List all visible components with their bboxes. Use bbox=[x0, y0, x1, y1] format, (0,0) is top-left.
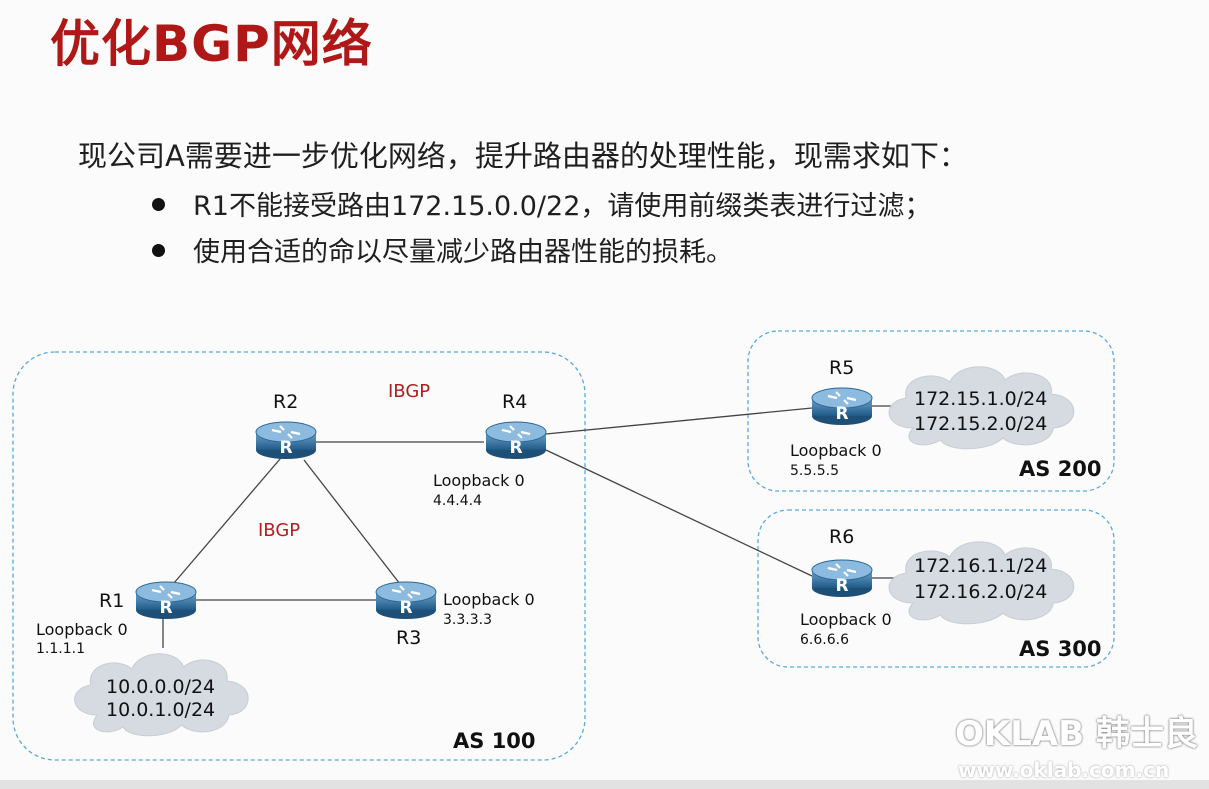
bullet-item: R1不能接受路由172.15.0.0/22，请使用前缀类表进行过滤； bbox=[152, 184, 931, 223]
router-name-r6: R6 bbox=[829, 526, 854, 548]
loopback-label-r4: Loopback 0 bbox=[433, 471, 525, 490]
watermark-url: www.oklab.com.cn bbox=[958, 758, 1170, 782]
link-r4-r6 bbox=[545, 449, 813, 577]
router-glyph: R bbox=[279, 438, 292, 458]
loopback-ip-r3: 3.3.3.3 bbox=[443, 612, 492, 628]
router-glyph: R bbox=[399, 598, 412, 618]
loopback-label-r5: Loopback 0 bbox=[790, 441, 882, 460]
loopback-label-r1: Loopback 0 bbox=[36, 620, 128, 639]
router-name-r2: R2 bbox=[273, 391, 298, 413]
router-name-r1: R1 bbox=[99, 590, 124, 612]
router-glyph: R bbox=[159, 598, 172, 618]
loopback-ip-r6: 6.6.6.6 bbox=[800, 632, 849, 648]
router-icon: R bbox=[810, 558, 874, 599]
loopback-ip-r5: 5.5.5.5 bbox=[790, 463, 839, 479]
bullet-dot-icon bbox=[152, 198, 165, 211]
loopback-label-r3: Loopback 0 bbox=[443, 590, 535, 609]
as-label-300: AS 300 bbox=[1019, 637, 1102, 661]
watermark-brand: OKLAB 韩士良 bbox=[955, 714, 1198, 754]
bullet-dot-icon bbox=[152, 244, 165, 257]
cloud-as200-line-1: 172.15.1.0/24 bbox=[914, 388, 1047, 410]
router-name-r3: R3 bbox=[396, 627, 421, 649]
router-icon: R bbox=[134, 580, 198, 621]
cloud-as100-line-2: 10.0.1.0/24 bbox=[106, 699, 215, 721]
as-label-100: AS 100 bbox=[453, 729, 536, 753]
slide-title: 优化BGP网络 bbox=[50, 15, 373, 73]
cloud-as300-line-2: 172.16.2.0/24 bbox=[914, 581, 1047, 603]
as200-boundary bbox=[747, 330, 1115, 492]
ibgp-label: IBGP bbox=[388, 381, 430, 402]
link-r4-r5 bbox=[545, 407, 813, 435]
loopback-label-r6: Loopback 0 bbox=[800, 610, 892, 629]
router-name-r5: R5 bbox=[829, 357, 854, 379]
router-icon: R bbox=[810, 386, 874, 427]
as100-boundary bbox=[12, 351, 586, 761]
bullet-text: R1不能接受路由172.15.0.0/22，请使用前缀类表进行过滤； bbox=[193, 191, 932, 222]
intro-text: 现公司A需要进一步优化网络，提升路由器的处理性能，现需求如下： bbox=[78, 139, 968, 173]
bullet-item: 使用合适的命以尽量减少路由器性能的损耗。 bbox=[152, 230, 733, 269]
router-icon: R bbox=[484, 420, 548, 461]
cloud-as100-line-1: 10.0.0.0/24 bbox=[106, 676, 215, 698]
loopback-ip-r1: 1.1.1.1 bbox=[36, 641, 85, 657]
bullet-text: 使用合适的命以尽量减少路由器性能的损耗。 bbox=[193, 237, 733, 268]
bottom-bar bbox=[0, 780, 1209, 789]
as-label-200: AS 200 bbox=[1019, 457, 1102, 481]
router-name-r4: R4 bbox=[502, 391, 527, 413]
cloud-as200-line-2: 172.15.2.0/24 bbox=[914, 413, 1047, 435]
router-icon: R bbox=[374, 580, 438, 621]
ibgp-label: IBGP bbox=[258, 520, 300, 541]
router-glyph: R bbox=[835, 404, 848, 424]
link-r1-r2 bbox=[167, 451, 287, 591]
link-r2-r3 bbox=[303, 459, 401, 585]
loopback-ip-r4: 4.4.4.4 bbox=[433, 493, 482, 509]
cloud-as300-line-1: 172.16.1.1/24 bbox=[914, 555, 1047, 577]
router-glyph: R bbox=[509, 438, 522, 458]
router-glyph: R bbox=[835, 576, 848, 596]
as300-boundary bbox=[757, 509, 1115, 668]
router-icon: R bbox=[254, 420, 318, 461]
